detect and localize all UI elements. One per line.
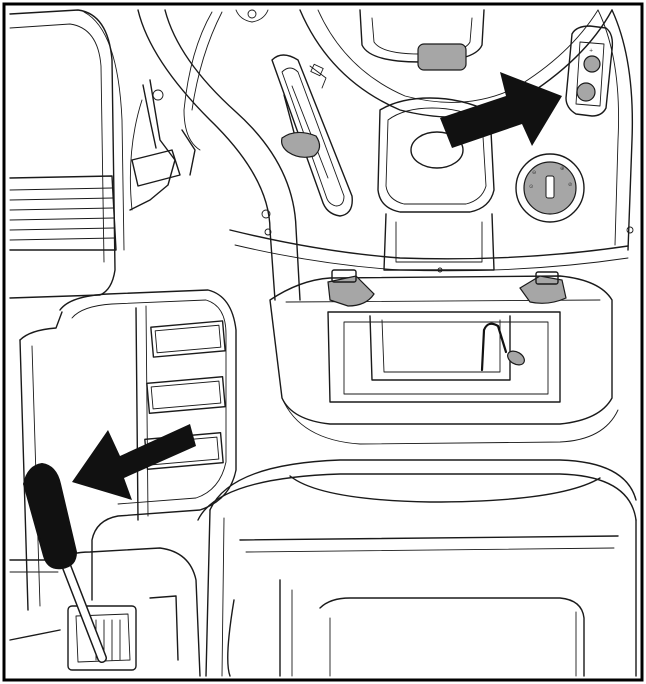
switch-mark: + — [589, 48, 593, 54]
arrow-to-parking-brake — [72, 424, 196, 500]
ignition-switch: ⊖ ⊕ ⊘ ⊙ — [515, 153, 585, 223]
display-window — [417, 43, 467, 71]
throttle-lever-slot — [271, 54, 353, 217]
right-pedal-lever[interactable] — [519, 275, 567, 304]
top-gauge-housing — [235, 9, 485, 71]
parking-brake-grip[interactable] — [22, 462, 78, 570]
steering-linkage — [129, 11, 223, 211]
left-rear-wheel — [9, 9, 125, 299]
wheel-tread-band — [9, 175, 117, 251]
pto-switch-button-top[interactable] — [583, 55, 601, 73]
steering-column — [377, 97, 495, 273]
left-pedal-lever[interactable] — [327, 275, 375, 307]
ignition-symbol-3: ⊘ — [568, 182, 572, 188]
pto-switch-panel: + — [565, 25, 614, 117]
lower-console — [269, 269, 619, 445]
panel-fasteners — [261, 209, 634, 236]
throttle-lever-knob[interactable] — [281, 131, 321, 158]
pto-switch-button-bottom[interactable] — [576, 82, 596, 102]
ignition-symbol-1: ⊖ — [532, 170, 536, 176]
ignition-symbol-4: ⊙ — [529, 184, 533, 190]
arrow-to-pto-switch — [440, 72, 562, 148]
center-small-lever-knob[interactable] — [505, 348, 527, 367]
parking-brake-lever[interactable] — [22, 462, 107, 663]
operator-seat — [197, 459, 637, 677]
ignition-symbol-2: ⊕ — [560, 166, 564, 172]
